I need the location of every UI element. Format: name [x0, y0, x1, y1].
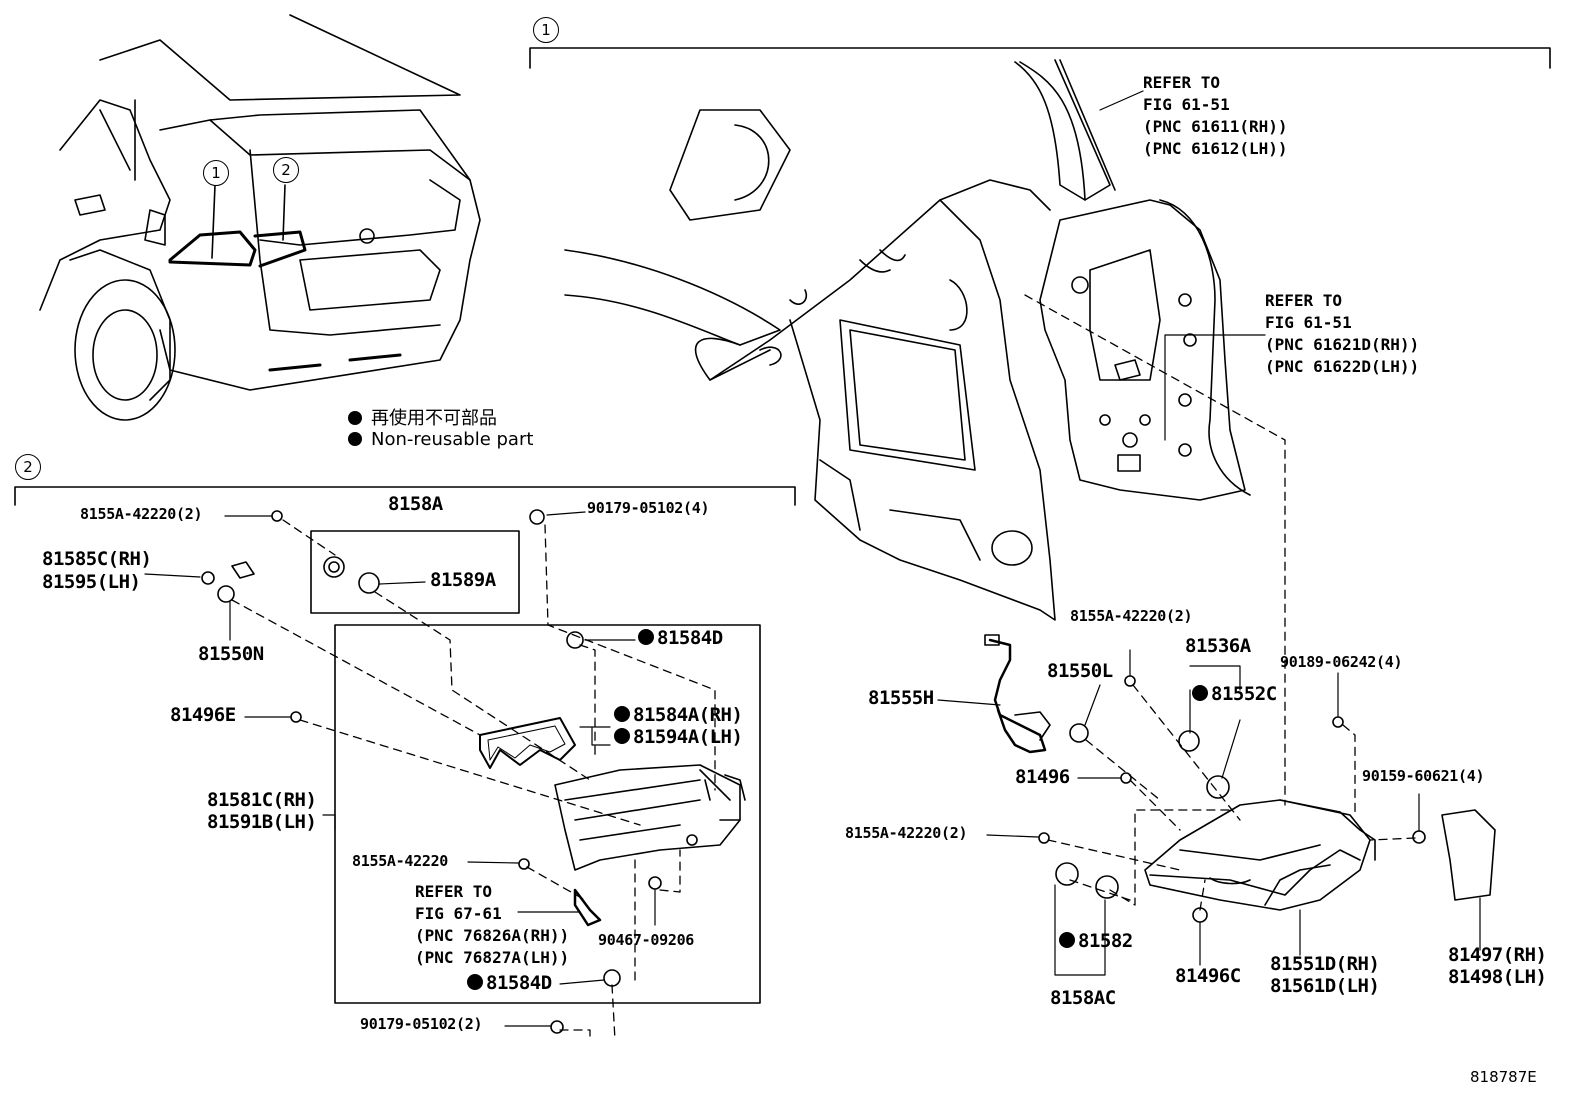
- callout-2-car: 2: [273, 157, 299, 183]
- non-reusable-dot-icon: [614, 706, 630, 722]
- rear-lamp-rh-illustration: [1144, 799, 1376, 911]
- fasteners-illustration: [201, 509, 1426, 1034]
- part-label: 8155A-42220: [352, 852, 449, 870]
- part-label: 81589A: [430, 569, 496, 591]
- part-label: 81585C(RH): [42, 548, 152, 570]
- part-label: 90159-60621(4): [1362, 767, 1485, 785]
- part-label: 81591B(LH): [207, 811, 317, 833]
- part-label: 8158A: [388, 493, 443, 515]
- quarter-panel-illustration: [564, 59, 1116, 621]
- ref-line: (PNC 61612(LH)): [1143, 139, 1288, 158]
- part-label: 81496E: [170, 704, 236, 726]
- part-number: 81582: [1078, 930, 1133, 952]
- part-label: 81555H: [868, 687, 934, 709]
- callout-1-car: 1: [203, 160, 229, 186]
- part-label: 81552C: [1192, 683, 1277, 705]
- part-label: 90179-05102(4): [587, 499, 710, 517]
- non-reusable-dot-icon: [614, 728, 630, 744]
- part-label: 90467-09206: [598, 931, 695, 949]
- part-label: 81594A(LH): [614, 726, 743, 748]
- inner-panel-illustration: [1039, 199, 1251, 501]
- ref-line: FIG 67-61: [415, 904, 502, 923]
- ref-line: FIG 61-51: [1143, 95, 1230, 114]
- part-label: 8155A-42220(2): [80, 505, 203, 523]
- ref-line: (PNC 61611(RH)): [1143, 117, 1288, 136]
- garnish-illustration: [1441, 809, 1496, 901]
- ref-note-mid: REFER TO FIG 61-51 (PNC 61621D(RH)) (PNC…: [1265, 290, 1419, 378]
- part-label: 90179-05102(2): [360, 1015, 483, 1033]
- part-label: 81561D(LH): [1270, 975, 1380, 997]
- ref-line: FIG 61-51: [1265, 313, 1352, 332]
- part-label: 81584A(RH): [614, 704, 743, 726]
- ref-note-lower: REFER TO FIG 67-61 (PNC 76826A(RH)) (PNC…: [415, 881, 569, 969]
- ref-line: (PNC 76827A(LH)): [415, 948, 570, 967]
- ref-line: REFER TO: [1143, 73, 1221, 92]
- part-number: 81584A(RH): [633, 704, 743, 726]
- vehicle-rear-illustration: [39, 14, 481, 421]
- legend-jp: 再使用不可部品: [348, 404, 497, 430]
- rear-lamp-lh-illustration: [479, 717, 746, 927]
- ref-line: REFER TO: [415, 882, 493, 901]
- non-reusable-dot-icon: [1059, 932, 1075, 948]
- part-label: 81550L: [1047, 660, 1113, 682]
- non-reusable-dot-icon: [348, 411, 362, 425]
- callout-2-section: 2: [15, 454, 41, 480]
- ref-note-top: REFER TO FIG 61-51 (PNC 61611(RH)) (PNC …: [1143, 72, 1288, 160]
- wire-harness-illustration: [984, 634, 1051, 754]
- part-label: 81582: [1059, 930, 1133, 952]
- figure-id: 818787E: [1470, 1068, 1537, 1086]
- part-label: 81550N: [198, 643, 264, 665]
- part-label: 90189-06242(4): [1280, 653, 1403, 671]
- part-label: 81551D(RH): [1270, 953, 1380, 975]
- legend-en-text: Non-reusable part: [371, 429, 534, 450]
- ref-line: (PNC 76826A(RH)): [415, 926, 570, 945]
- callout-1-top: 1: [533, 17, 559, 43]
- part-label: 81584D: [467, 972, 552, 994]
- part-number: 81584D: [486, 972, 552, 994]
- part-label: 81595(LH): [42, 571, 141, 593]
- part-label: 81496: [1015, 766, 1070, 788]
- legend-jp-text: 再使用不可部品: [371, 408, 497, 429]
- non-reusable-dot-icon: [348, 432, 362, 446]
- part-label: 81498(LH): [1448, 966, 1547, 988]
- part-label: 81536A: [1185, 635, 1251, 657]
- part-label: 8155A-42220(2): [845, 824, 968, 842]
- non-reusable-dot-icon: [638, 629, 654, 645]
- part-label: 81497(RH): [1448, 944, 1547, 966]
- part-number: 81594A(LH): [633, 726, 743, 748]
- legend-en: Non-reusable part: [348, 429, 533, 450]
- part-label: 81496C: [1175, 965, 1241, 987]
- part-label: 81581C(RH): [207, 789, 317, 811]
- part-number: 81584D: [657, 627, 723, 649]
- non-reusable-dot-icon: [1192, 685, 1208, 701]
- part-label: 81584D: [638, 627, 723, 649]
- part-label: 8155A-42220(2): [1070, 607, 1193, 625]
- ref-line: (PNC 61621D(RH)): [1265, 335, 1420, 354]
- part-label: 8158AC: [1050, 987, 1116, 1009]
- ref-line: (PNC 61622D(LH)): [1265, 357, 1420, 376]
- part-number: 81552C: [1211, 683, 1277, 705]
- non-reusable-dot-icon: [467, 974, 483, 990]
- ref-line: REFER TO: [1265, 291, 1343, 310]
